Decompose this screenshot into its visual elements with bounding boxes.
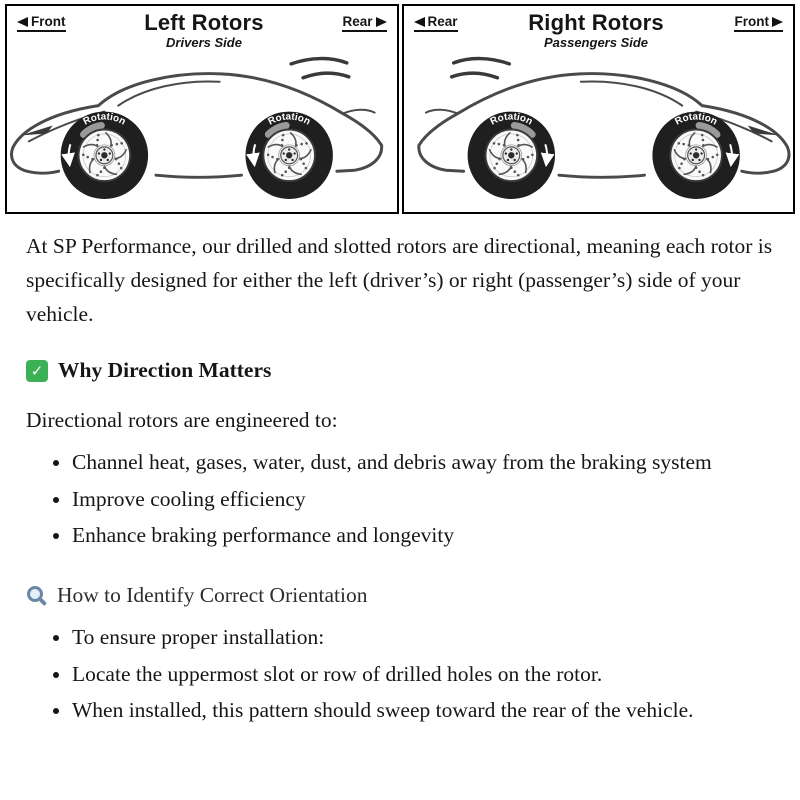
page: Front Left Rotors Drivers Side Rear bbox=[0, 0, 800, 727]
svg-text:Rotation: Rotation bbox=[673, 111, 719, 127]
list-item: Improve cooling efficiency bbox=[72, 483, 720, 516]
check-icon: ✓ bbox=[26, 359, 48, 382]
why-direction-matters-heading: ✓ Why Direction Matters bbox=[26, 358, 774, 383]
list-item: To ensure proper installation: bbox=[72, 621, 720, 654]
intro-paragraph: At SP Performance, our drilled and slott… bbox=[26, 234, 773, 326]
right-arrow-icon bbox=[771, 16, 783, 27]
rotation-label: Rotation bbox=[488, 111, 534, 127]
car-body bbox=[12, 58, 382, 198]
right-side-car-illustration: Rotation Rotation bbox=[404, 48, 794, 205]
list-item: Enhance braking performance and longevit… bbox=[72, 519, 720, 552]
right-arrow-icon bbox=[375, 16, 387, 27]
identify-orientation-heading: How to Identify Correct Orientation bbox=[26, 583, 774, 608]
rear-direction-label: Rear bbox=[342, 14, 387, 32]
heading-text: Why Direction Matters bbox=[58, 358, 272, 383]
svg-text:Rotation: Rotation bbox=[488, 111, 534, 127]
left-arrow-icon bbox=[17, 16, 28, 27]
panel-title: Left Rotors bbox=[144, 10, 264, 35]
direction-text: Rear bbox=[427, 14, 458, 29]
list-item: When installed, this pattern should swee… bbox=[72, 694, 720, 727]
magnifier-icon bbox=[26, 585, 47, 606]
right-rotors-panel: Rear Right Rotors Passengers Side Front bbox=[401, 4, 795, 214]
svg-text:Rotation: Rotation bbox=[266, 111, 312, 127]
panel-subtitle: Passengers Side bbox=[543, 35, 649, 51]
engineered-to-lead: Directional rotors are engineered to: bbox=[26, 408, 338, 433]
front-direction-label: Front bbox=[17, 14, 66, 32]
panel-title: Right Rotors bbox=[528, 10, 664, 35]
orientation-steps-list: To ensure proper installation: Locate th… bbox=[26, 621, 774, 727]
left-side-car-illustration: Rotation Rotation bbox=[7, 48, 397, 205]
rotation-label: Rotation bbox=[82, 111, 128, 127]
article-body: At SP Performance, our drilled and slott… bbox=[0, 230, 800, 727]
rotation-arrow-icon bbox=[61, 143, 260, 167]
rotation-label: Rotation bbox=[673, 111, 719, 127]
panel-title-block: Right Rotors Passengers Side bbox=[528, 11, 664, 50]
panel-title-block: Left Rotors Drivers Side bbox=[144, 11, 264, 50]
list-item: Channel heat, gases, water, dust, and de… bbox=[72, 446, 720, 479]
left-panel-header: Front Left Rotors Drivers Side Rear bbox=[7, 6, 397, 50]
right-panel-header: Rear Right Rotors Passengers Side Front bbox=[404, 6, 794, 50]
rotation-label: Rotation bbox=[266, 111, 312, 127]
front-direction-label: Front bbox=[734, 14, 783, 32]
car-body bbox=[418, 58, 788, 198]
direction-text: Rear bbox=[342, 14, 373, 29]
rear-direction-label: Rear bbox=[413, 14, 458, 32]
svg-text:Rotation: Rotation bbox=[82, 111, 128, 127]
left-rotors-panel: Front Left Rotors Drivers Side Rear bbox=[5, 4, 399, 214]
direction-text: Front bbox=[734, 14, 769, 29]
rotor-direction-diagram: Front Left Rotors Drivers Side Rear bbox=[0, 0, 800, 214]
list-item: Locate the uppermost slot or row of dril… bbox=[72, 658, 720, 691]
direction-text: Front bbox=[31, 14, 66, 29]
left-arrow-icon bbox=[413, 16, 425, 27]
panel-subtitle: Drivers Side bbox=[166, 35, 242, 51]
benefits-list: Channel heat, gases, water, dust, and de… bbox=[26, 446, 774, 552]
heading-text: How to Identify Correct Orientation bbox=[57, 583, 368, 608]
rotation-arrow-icon bbox=[540, 143, 739, 167]
